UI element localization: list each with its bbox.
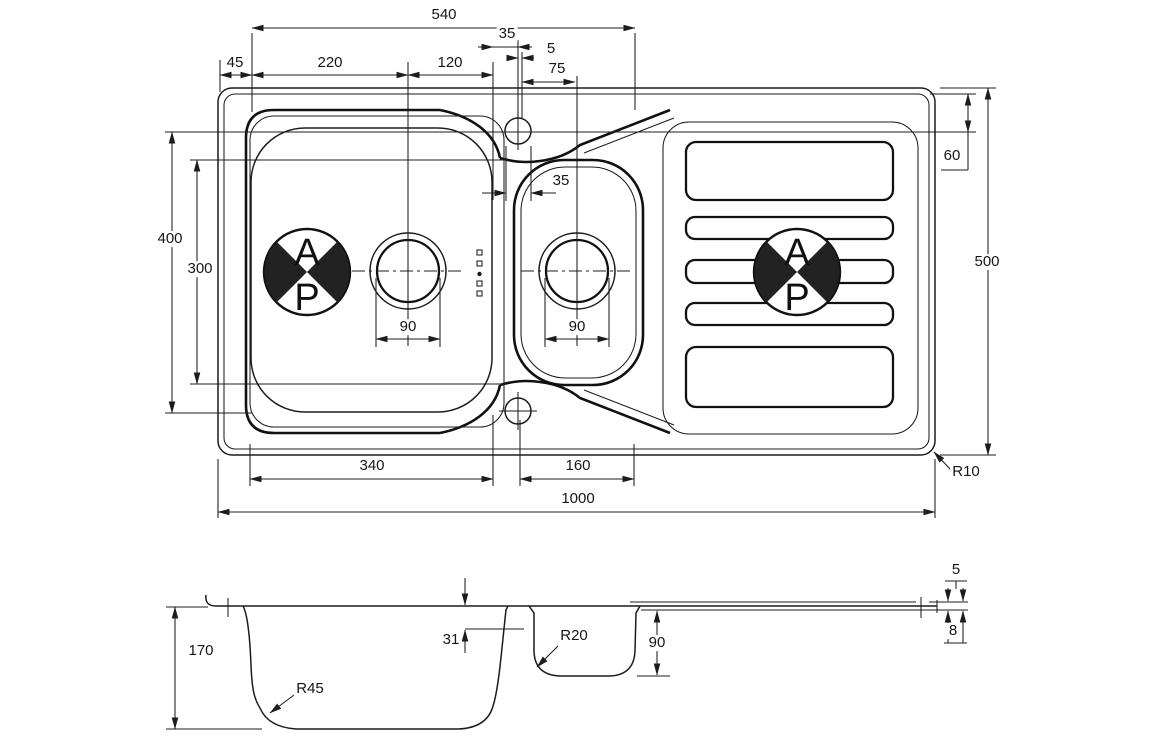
- dim-overall-width: 1000: [559, 490, 597, 508]
- section-dimensions: [166, 578, 968, 730]
- dim-small-drain-dia: 90: [566, 318, 588, 336]
- dim-tap-hole-dia: 35: [550, 172, 572, 190]
- ap-letter-a: A: [784, 232, 810, 274]
- dim-main-drain-dia: 90: [397, 318, 419, 336]
- small-bowl: [512, 158, 645, 387]
- dim-tap-to-drain: 75: [546, 60, 568, 78]
- dim-drain-to-edge: 120: [435, 54, 465, 72]
- dim-main-bowl-radius: R45: [294, 680, 326, 698]
- dim-top-inset: 60: [941, 147, 963, 165]
- dim-small-bowl-width: 160: [563, 457, 593, 475]
- ap-letter-p: P: [784, 277, 809, 319]
- ap-letter-a: A: [294, 232, 320, 274]
- dim-total-top-width: 540: [429, 6, 459, 24]
- tap-hole-bottom: [499, 392, 537, 430]
- ap-letter-p: P: [294, 277, 319, 319]
- dim-tap-offset: 35: [496, 25, 518, 43]
- dim-corner-radius: R10: [950, 463, 982, 481]
- section-profile: [205, 594, 938, 730]
- bowl-surround: [244, 108, 675, 435]
- dim-rim-top: 5: [949, 561, 963, 579]
- dim-small-bowl-radius: R20: [558, 627, 590, 645]
- dim-inner-depth: 300: [185, 260, 215, 278]
- dim-rim-return: 8: [946, 622, 960, 640]
- dim-small-bowl-depth: 90: [646, 634, 668, 652]
- dim-main-bowl-width: 340: [357, 457, 387, 475]
- overflow-slots: [476, 249, 483, 297]
- dim-outer-depth: 400: [155, 230, 185, 248]
- section-view: [166, 578, 968, 730]
- plan-dimensions: [165, 24, 996, 518]
- dim-overall-height: 500: [972, 253, 1002, 271]
- ap-logo-right: A P: [752, 227, 842, 319]
- dim-ledge-depth: 31: [440, 631, 462, 649]
- dim-left-to-drain: 220: [315, 54, 345, 72]
- plan-view: A P A P: [217, 87, 936, 456]
- dim-bowl-depth: 170: [186, 642, 216, 660]
- ap-logo-left: A P: [262, 227, 352, 319]
- dim-edge-margin: 45: [224, 54, 246, 72]
- dim-tap-gap: 5: [544, 40, 558, 58]
